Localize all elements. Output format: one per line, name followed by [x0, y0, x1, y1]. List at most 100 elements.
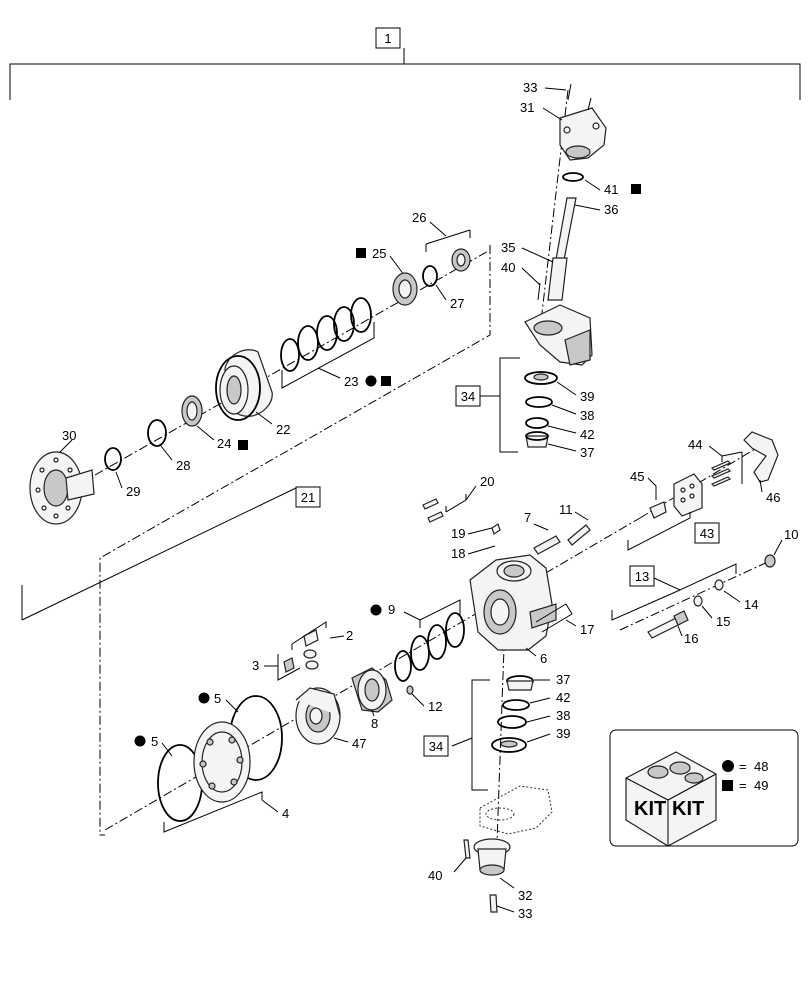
- callout-19[interactable]: 19: [451, 526, 465, 541]
- sensor-bracket-46: [743, 431, 779, 483]
- callout-39-top[interactable]: 39: [580, 389, 594, 404]
- square-kit-symbol: [238, 440, 248, 450]
- sleeve-8-shape: [351, 667, 393, 713]
- kingpin-cap-bottom-32: [473, 838, 511, 876]
- oring-41-shape: [562, 172, 584, 182]
- callout-39-bot[interactable]: 39: [556, 726, 570, 741]
- callout-18[interactable]: 18: [451, 546, 465, 561]
- callout-33-bot[interactable]: 33: [518, 906, 532, 921]
- callout-7[interactable]: 7: [524, 510, 531, 525]
- callout-10[interactable]: 10: [784, 527, 798, 542]
- callout-38-bot[interactable]: 38: [556, 708, 570, 723]
- square-kit-symbol: [356, 248, 366, 258]
- callout-26[interactable]: 26: [412, 210, 426, 225]
- snap-ring-29-shape: [104, 447, 122, 471]
- ring-gear-4: [193, 721, 251, 803]
- callout-36[interactable]: 36: [604, 202, 618, 217]
- legend-ref-49[interactable]: 49: [754, 778, 768, 793]
- callout-33-top[interactable]: 33: [523, 80, 537, 95]
- steering-knuckle-top: [524, 304, 593, 366]
- planetary-carrier-47: [295, 687, 341, 745]
- lower-knuckle-outline: [479, 785, 553, 835]
- bolt-16-shape: [647, 617, 681, 639]
- callout-38-top[interactable]: 38: [580, 408, 594, 423]
- wheel-flange-30: [29, 451, 95, 525]
- circle-kit-symbol: [370, 604, 382, 616]
- callout-24[interactable]: 24: [217, 436, 231, 451]
- callout-41[interactable]: 41: [604, 182, 618, 197]
- callout-42-bot[interactable]: 42: [556, 690, 570, 705]
- kit-label-right: KIT: [672, 798, 704, 820]
- callout-43[interactable]: 43: [700, 526, 714, 541]
- legend-equals-circle: =: [739, 759, 747, 774]
- clip-2-shape: [303, 629, 319, 670]
- callout-box-13: [629, 565, 655, 587]
- plug-10-shape: [764, 554, 776, 568]
- callout-42-top[interactable]: 42: [580, 427, 594, 442]
- callout-28[interactable]: 28: [176, 458, 190, 473]
- circle-kit-symbol: [198, 692, 210, 704]
- callout-14[interactable]: 14: [744, 597, 758, 612]
- callout-5-lower[interactable]: 5: [151, 734, 158, 749]
- callout-30[interactable]: 30: [62, 428, 76, 443]
- callout-8[interactable]: 8: [371, 716, 378, 731]
- circle-kit-symbol: [365, 375, 377, 387]
- callout-34-top[interactable]: 34: [461, 389, 475, 404]
- legend-ref-48[interactable]: 48: [754, 759, 768, 774]
- callout-4[interactable]: 4: [282, 806, 289, 821]
- sensor-block-shape: [673, 473, 703, 517]
- steering-knuckle-housing-6: [469, 554, 557, 651]
- callout-12[interactable]: 12: [428, 699, 442, 714]
- callout-9[interactable]: 9: [388, 602, 395, 617]
- center-lines: [94, 89, 773, 871]
- callout-6[interactable]: 6: [540, 651, 547, 666]
- callout-box-43: [694, 522, 720, 544]
- callout-46[interactable]: 46: [766, 490, 780, 505]
- callout-box-34-bot: [423, 735, 449, 757]
- callout-25[interactable]: 25: [372, 246, 386, 261]
- wheel-hub-drum-22: [215, 349, 273, 421]
- callout-22[interactable]: 22: [276, 422, 290, 437]
- stud-11-shape: [567, 524, 591, 546]
- kit-legend: KIT KIT = 48 = 49: [609, 729, 799, 847]
- legend-equals-square: =: [739, 778, 747, 793]
- callout-21[interactable]: 21: [301, 490, 315, 505]
- callout-37-top[interactable]: 37: [580, 445, 594, 460]
- callout-16[interactable]: 16: [684, 631, 698, 646]
- square-kit-symbol: [722, 780, 733, 791]
- callout-31[interactable]: 31: [520, 100, 534, 115]
- callout-23[interactable]: 23: [344, 374, 358, 389]
- callout-40-top[interactable]: 40: [501, 260, 515, 275]
- callout-29[interactable]: 29: [126, 484, 140, 499]
- callout-34-bot[interactable]: 34: [429, 739, 443, 754]
- callout-44[interactable]: 44: [688, 437, 702, 452]
- callout-box-1: [375, 27, 401, 49]
- square-kit-symbol: [631, 184, 641, 194]
- kingpin-36-shape: [554, 197, 577, 266]
- callout-2[interactable]: 2: [346, 628, 353, 643]
- callout-13[interactable]: 13: [635, 569, 649, 584]
- kingpin-cap-top: [559, 83, 607, 161]
- callout-15[interactable]: 15: [716, 614, 730, 629]
- callout-5-upper[interactable]: 5: [214, 691, 221, 706]
- callout-32[interactable]: 32: [518, 888, 532, 903]
- assembly-bracket: 1: [9, 27, 801, 621]
- pins-20-shape: [422, 498, 444, 523]
- callout-box-21: [295, 486, 321, 508]
- snap-ring-27: [422, 265, 438, 287]
- callout-3[interactable]: 3: [252, 658, 259, 673]
- callout-27[interactable]: 27: [450, 296, 464, 311]
- circle-kit-symbol: [134, 735, 146, 747]
- circle-kit-symbol: [722, 760, 734, 772]
- callout-35[interactable]: 35: [501, 240, 515, 255]
- callout-17[interactable]: 17: [580, 622, 594, 637]
- callout-20[interactable]: 20: [480, 474, 494, 489]
- callout-45[interactable]: 45: [630, 469, 644, 484]
- callout-47[interactable]: 47: [352, 736, 366, 751]
- callout-37-bot[interactable]: 37: [556, 672, 570, 687]
- callout-40-bot[interactable]: 40: [428, 868, 442, 883]
- callout-11[interactable]: 11: [559, 502, 573, 517]
- kit-label-left: KIT: [634, 798, 666, 820]
- callout-1[interactable]: 1: [384, 31, 391, 46]
